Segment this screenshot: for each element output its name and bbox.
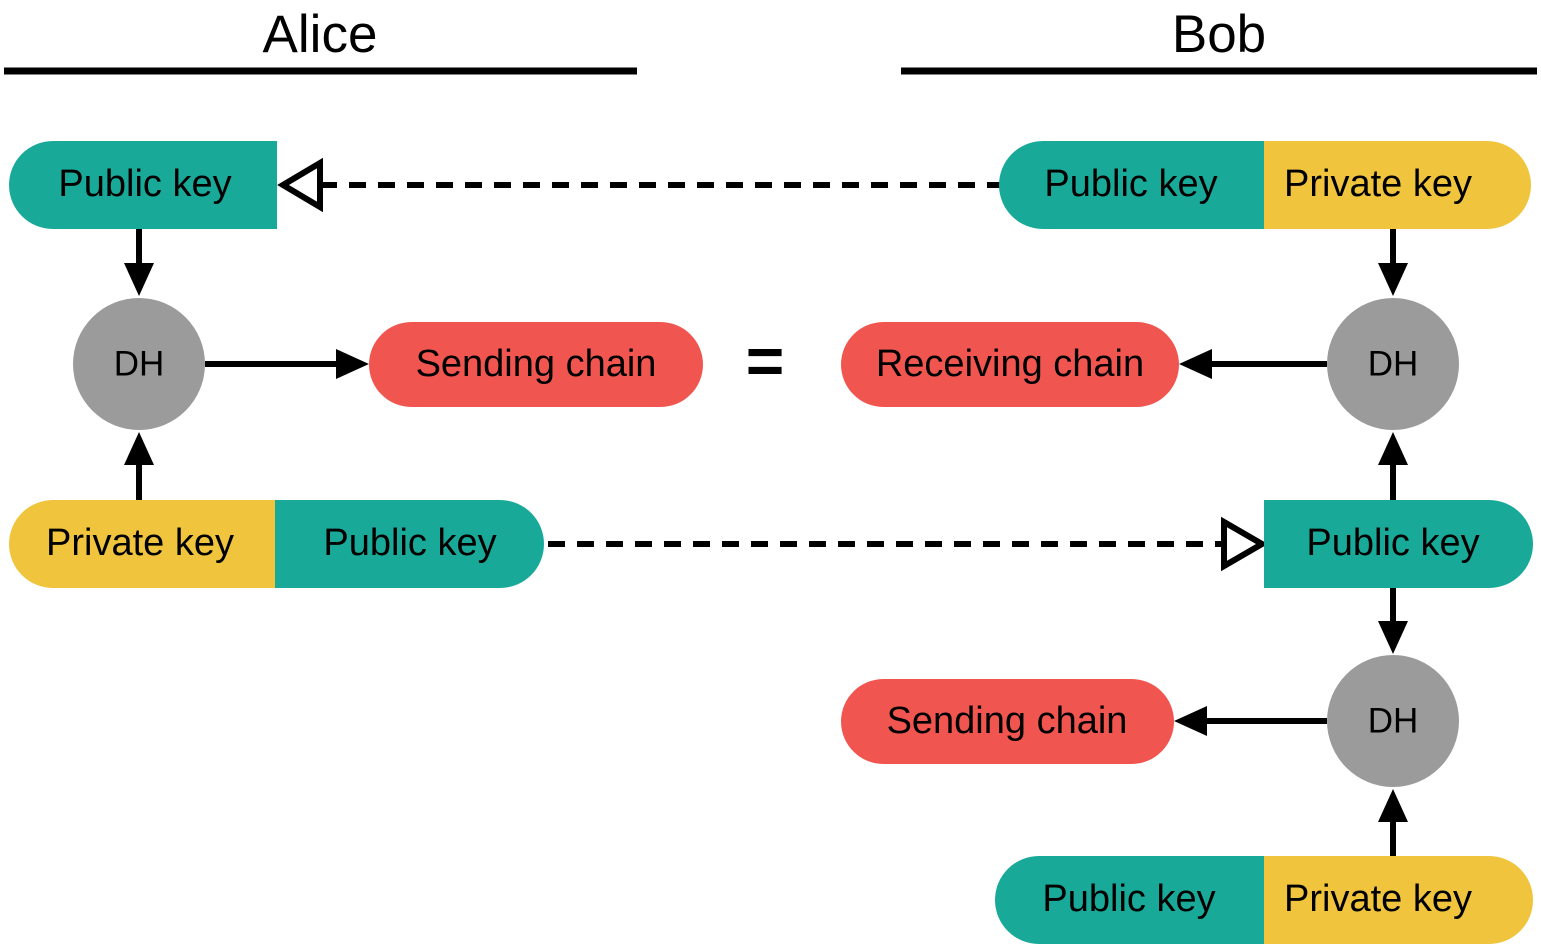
alice-bottom-private-key-shape (9, 500, 275, 588)
bob-dh-top-shape (1327, 298, 1459, 430)
arrowhead-down-solid-icon (124, 263, 154, 296)
bob-priv-down-to-dh-connector (1378, 229, 1408, 296)
alice-top-public-key-label: Public key (58, 163, 231, 205)
alice-dh-top-shape (73, 298, 205, 430)
alice-pub-down-to-dh-connector (124, 229, 154, 296)
bob-sending-chain-label: Sending chain (887, 700, 1128, 742)
bob-bottom-public-key-label: Public key (1042, 878, 1215, 920)
alice-top-public-key-shape (9, 141, 277, 229)
alice-dh-to-sending-connector (205, 349, 369, 379)
alice-dh-top[interactable]: DH (73, 298, 205, 430)
alice-bottom-public-key-label: Public key (323, 522, 496, 564)
bob-receiving-chain-label: Receiving chain (876, 343, 1144, 385)
bob-pub-to-alice-pub-connector (277, 157, 1000, 213)
bob-bottom-public-key-shape (995, 856, 1264, 944)
alice-priv-up-to-dh-connector (124, 432, 154, 500)
equals-sign-label: = (746, 323, 785, 397)
bob-bottom-key-pair[interactable]: Public key Private key (995, 856, 1533, 944)
bob-top-private-key-shape (1264, 141, 1531, 229)
alice-bottom-key-pair[interactable]: Private key Public key (9, 500, 544, 588)
bob-dh-top[interactable]: DH (1327, 298, 1459, 430)
arrowhead-down-solid-icon (1378, 621, 1408, 654)
arrowhead-up-solid-icon (1378, 432, 1408, 465)
alice-column-header: Alice (4, 5, 637, 75)
alice-sending-chain-label: Sending chain (416, 343, 657, 385)
arrowhead-right-solid-icon (336, 349, 369, 379)
bob-bottom-private-key-label: Private key (1284, 878, 1472, 920)
alice-sending-chain-shape (369, 322, 703, 407)
bob-top-public-key-label: Public key (1044, 163, 1217, 205)
arrowhead-up-solid-icon (124, 432, 154, 465)
bob-dh-top-label: DH (1368, 344, 1419, 383)
bob-pub-down-to-dh2-connector (1378, 588, 1408, 654)
bob-sending-chain-shape (841, 679, 1174, 764)
bob-dh-bottom-label: DH (1368, 701, 1419, 740)
bob-receiving-chain[interactable]: Receiving chain (841, 322, 1179, 407)
arrowhead-left-solid-icon (1174, 706, 1207, 736)
bob-dh-bottom-shape (1327, 655, 1459, 787)
alice-dh-top-label: DH (114, 344, 165, 383)
bob-priv2-up-to-dh2-connector (1378, 789, 1408, 856)
bob-bottom-private-key-shape (1264, 856, 1533, 944)
alice-top-public-key[interactable]: Public key (9, 141, 277, 229)
equals-sign: = (746, 323, 785, 397)
bob-dh2-to-sending-connector (1174, 706, 1327, 736)
bob-sending-chain[interactable]: Sending chain (841, 679, 1174, 764)
arrowhead-down-solid-icon (1378, 263, 1408, 296)
bob-dh-bottom[interactable]: DH (1327, 655, 1459, 787)
bob-top-private-key-label: Private key (1284, 163, 1472, 205)
bob-top-key-pair[interactable]: Public key Private key (999, 141, 1531, 229)
arrowhead-right-hollow-icon (1221, 516, 1268, 572)
bob-pub-up-to-dh-connector (1378, 432, 1408, 500)
arrowhead-left-solid-icon (1179, 349, 1212, 379)
bob-mid-public-key-label: Public key (1306, 522, 1479, 564)
bob-column-header: Bob (901, 5, 1537, 75)
alice-title: Alice (263, 5, 378, 64)
alice-bottom-private-key-label: Private key (46, 522, 234, 564)
bob-top-public-key-shape (999, 141, 1264, 229)
alice-bottom-public-key-shape (275, 500, 544, 588)
bob-title: Bob (1172, 5, 1266, 64)
bob-receiving-chain-shape (841, 322, 1179, 407)
bob-mid-public-key-shape (1264, 500, 1533, 588)
bob-dh-to-receiving-connector (1179, 349, 1327, 379)
alice-sending-chain[interactable]: Sending chain (369, 322, 703, 407)
arrowhead-left-hollow-icon (277, 157, 323, 213)
arrowhead-up-solid-icon (1378, 789, 1408, 822)
bob-mid-public-key[interactable]: Public key (1264, 500, 1533, 588)
alice-pub-to-bob-pub-connector (548, 516, 1268, 572)
